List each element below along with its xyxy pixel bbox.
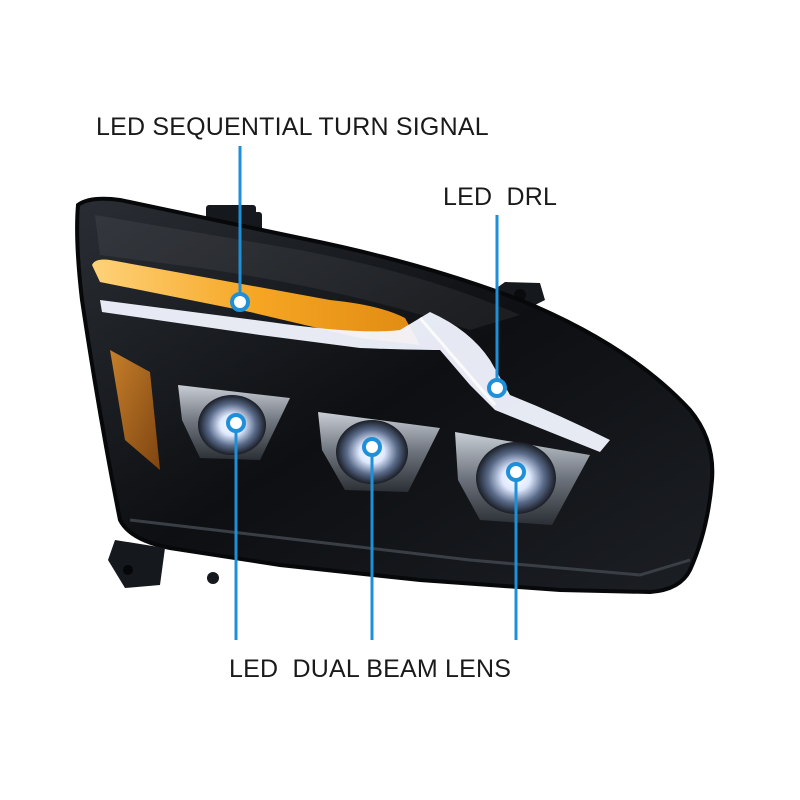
lower-trim [129,518,691,577]
side-marker-reflector [110,350,160,470]
turn-signal-strip [92,259,420,345]
callout-dots [226,292,526,482]
callout-dot-drl [487,378,507,398]
drl-label: LED DRL [443,183,558,211]
callout-lines [234,146,518,640]
callout-dot-lens-2 [362,437,382,457]
callout-dot-turn-signal [230,292,250,312]
drl-light-strip [100,300,610,452]
callout-dot-lens-1 [226,413,246,433]
callout-dot-lens-3 [506,462,526,482]
dual-beam-lens-label: LED DUAL BEAM LENS [229,655,512,683]
mounting-bracket-bottom [108,540,219,588]
lens-sheen [95,215,520,330]
turn-signal-label: LED SEQUENTIAL TURN SIGNAL [96,113,489,141]
